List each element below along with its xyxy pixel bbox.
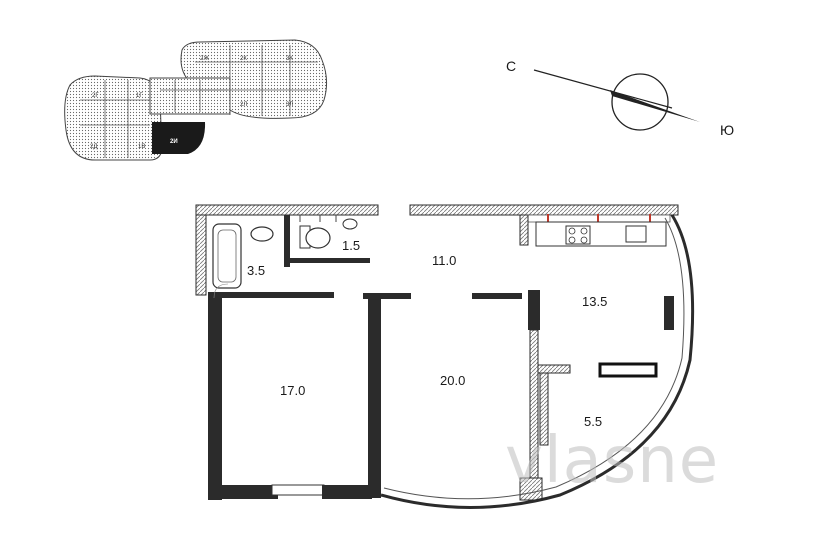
kitchen-sink-icon (625, 225, 647, 243)
compass-north-label: С (506, 58, 516, 74)
kitchen-loggia-divider (598, 362, 658, 378)
wall-living-top-left (363, 293, 411, 299)
wall-bottom-bedroom-right (322, 485, 372, 499)
wall-left-lower (208, 298, 222, 500)
bathroom-door-swing (213, 283, 229, 299)
compass-south-label: Ю (720, 122, 734, 138)
wall-bottom-bedroom (208, 485, 278, 499)
compass-needle-line (533, 69, 673, 109)
floor-plan: 3.5 1.5 11.0 13.5 17.0 20.0 5.5 (195, 204, 695, 509)
basin-icon (342, 218, 358, 230)
bedroom-window (271, 484, 325, 496)
room-area-hall: 11.0 (432, 253, 456, 268)
sink-icon (250, 226, 274, 242)
wall-living-kitchen (528, 290, 540, 330)
wall-top-right (409, 204, 679, 216)
watermark-logo: vlasne (505, 424, 719, 498)
key-plan-label: 2К (240, 56, 247, 62)
wall-toilet-bottom (284, 258, 370, 263)
compass: С Ю (506, 58, 734, 138)
key-plan: 2И 2Ж 2К 3К 2Г 1Г 2Л 3Л 2Д 1В (64, 39, 328, 161)
key-plan-label: 3Л (286, 102, 293, 108)
wall-left-upper (195, 214, 207, 296)
key-plan-label: 1Г (136, 93, 143, 99)
key-plan-label: 2Г (92, 93, 99, 99)
wall-bathroom-bottom (208, 292, 334, 298)
key-plan-left-tower (64, 75, 163, 161)
room-area-loggia: 5.5 (584, 414, 602, 429)
wall-curved-outer (380, 214, 695, 509)
key-plan-highlight (152, 122, 206, 154)
loggia-partition (537, 364, 571, 374)
bathtub-icon (212, 223, 242, 289)
key-plan-label: 2Ж (200, 56, 209, 62)
compass-circle (611, 73, 669, 131)
room-area-living-room: 20.0 (440, 373, 465, 388)
room-area-bedroom: 17.0 (280, 383, 305, 398)
kitchen-window-band (519, 214, 671, 223)
key-plan-highlight-label: 2И (170, 139, 178, 145)
key-plan-label: 1В (138, 144, 145, 150)
room-area-toilet: 1.5 (342, 238, 360, 253)
wall-curved-inner (383, 217, 685, 500)
wall-bedroom-living (368, 298, 381, 498)
loggia-partition-vertical (539, 372, 549, 446)
key-plan-label: 3К (286, 56, 293, 62)
kitchen-side-wall (519, 214, 529, 246)
key-plan-label: 2Д (90, 144, 97, 150)
key-plan-connector (149, 77, 231, 115)
room-area-kitchen: 13.5 (582, 294, 607, 309)
compass-arrow-icon (610, 90, 700, 122)
wall-top-left (195, 204, 379, 216)
wall-living-loggia-foot (519, 477, 543, 501)
room-area-bathroom: 3.5 (247, 263, 265, 278)
stove-icon (565, 225, 591, 245)
wall-living-top-right (472, 293, 522, 299)
key-plan-label: 2Л (240, 102, 247, 108)
kitchen-pillar (664, 296, 674, 330)
wall-bath-toilet (284, 215, 290, 267)
